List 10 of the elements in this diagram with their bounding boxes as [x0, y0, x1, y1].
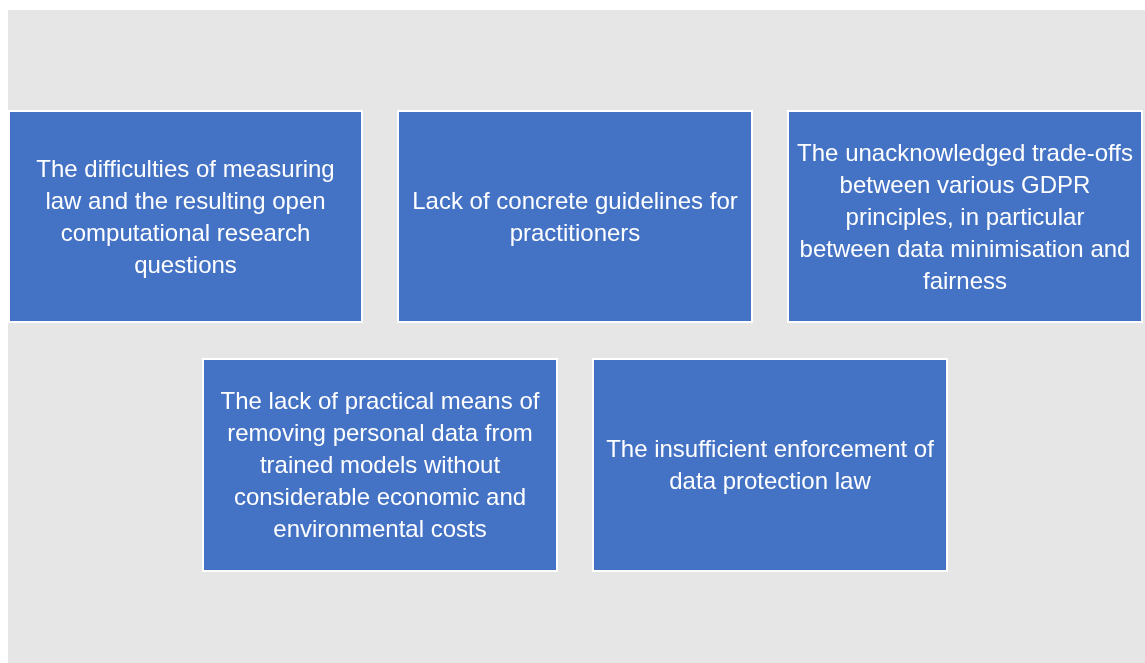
text-box: [592, 358, 948, 572]
box-text: The insufficient enforcement of data protection law: [605, 434, 935, 496]
box-text: The unacknowledged trade-offs between various GDPR principles, in particular between data minimisation and fairness: [797, 137, 1133, 296]
box-text: Lack of concrete guidelines for practitioners: [411, 185, 739, 248]
box-text: The difficulties of measuring law and the resulting open computational research questions: [35, 153, 336, 280]
box-text: The lack of practical means of removing personal data from trained models without considerable economic and environmental costs: [219, 386, 541, 544]
text-box: [787, 110, 1143, 323]
text-box: [8, 110, 363, 323]
text-box: [202, 358, 558, 572]
text-box: [397, 110, 753, 323]
